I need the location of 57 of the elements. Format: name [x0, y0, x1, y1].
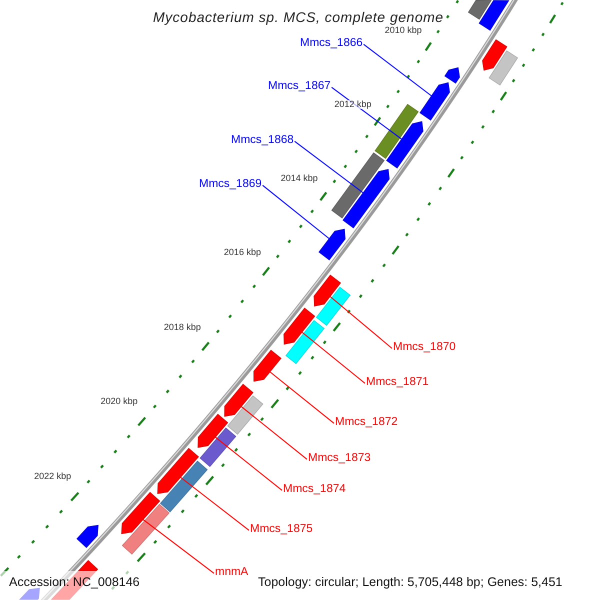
gene-label: Mmcs_1871: [366, 377, 429, 388]
gene-label: mnmA: [215, 567, 248, 578]
gene-feature: [314, 274, 342, 306]
leader-line: [302, 332, 366, 384]
gene-label: Mmcs_1866: [300, 38, 363, 50]
gene-feature: [420, 82, 450, 121]
gene-feature: [121, 492, 160, 534]
leader-line: [262, 184, 330, 240]
gene-feature: [468, 0, 492, 20]
leader-line: [270, 371, 334, 424]
gene-feature: [374, 104, 419, 159]
scale-label: 2014 kbp: [280, 174, 318, 183]
map-title: Mycobacterium sp. MCS, complete genome: [153, 10, 444, 24]
gene-feature: [200, 428, 236, 468]
gene-label: Mmcs_1868: [231, 135, 294, 146]
gene-feature: [285, 320, 325, 364]
gene-feature: [318, 228, 346, 260]
gene-label: Mmcs_1869: [199, 179, 262, 190]
gene-feature: [488, 50, 518, 86]
gene-feature: [482, 39, 508, 71]
gene-feature: [19, 588, 40, 600]
leader-line: [363, 44, 432, 96]
leader-line: [240, 406, 308, 460]
scale-label: 2012 kbp: [334, 100, 372, 109]
gene-label: Mmcs_1867: [268, 81, 331, 92]
scale-label: 2016 kbp: [224, 248, 261, 258]
leader-line: [330, 296, 392, 349]
genome-stats-text: Topology: circular; Length: 5,705,448 bp; Genes: 5,451: [258, 576, 562, 588]
gene-feature: [160, 460, 208, 512]
gene-feature: [331, 152, 385, 218]
gene-feature: [198, 414, 228, 448]
gene-feature: [316, 286, 351, 326]
gene-feature: [227, 395, 264, 435]
leader-line: [180, 476, 250, 531]
scale-label: 2010 kbp: [384, 26, 422, 35]
gene-feature: [386, 121, 424, 169]
gene-feature: [157, 448, 199, 494]
leader-line: [294, 140, 364, 194]
scale-label: 2020 kbp: [100, 397, 138, 406]
gene-label: Mmcs_1875: [250, 524, 313, 536]
leader-line: [214, 436, 282, 491]
leader-line: [142, 519, 214, 574]
gene-feature: [76, 524, 98, 548]
accession-text: Accession: NC_008146: [9, 576, 140, 588]
scale-label: 2022 kbp: [34, 472, 72, 481]
gene-feature: [284, 308, 316, 345]
gene-feature: [253, 350, 282, 382]
gene-feature: [444, 67, 460, 84]
gene-feature: [478, 0, 510, 31]
gene-label: Mmcs_1872: [335, 417, 398, 428]
gene-label: Mmcs_1874: [283, 484, 346, 496]
gene-label: Mmcs_1870: [393, 342, 456, 354]
gene-feature: [122, 504, 170, 555]
scale-label: 2018 kbp: [164, 322, 201, 332]
gene-feature: [342, 168, 390, 228]
gene-label: Mmcs_1873: [308, 453, 371, 464]
gene-feature: [224, 384, 254, 417]
